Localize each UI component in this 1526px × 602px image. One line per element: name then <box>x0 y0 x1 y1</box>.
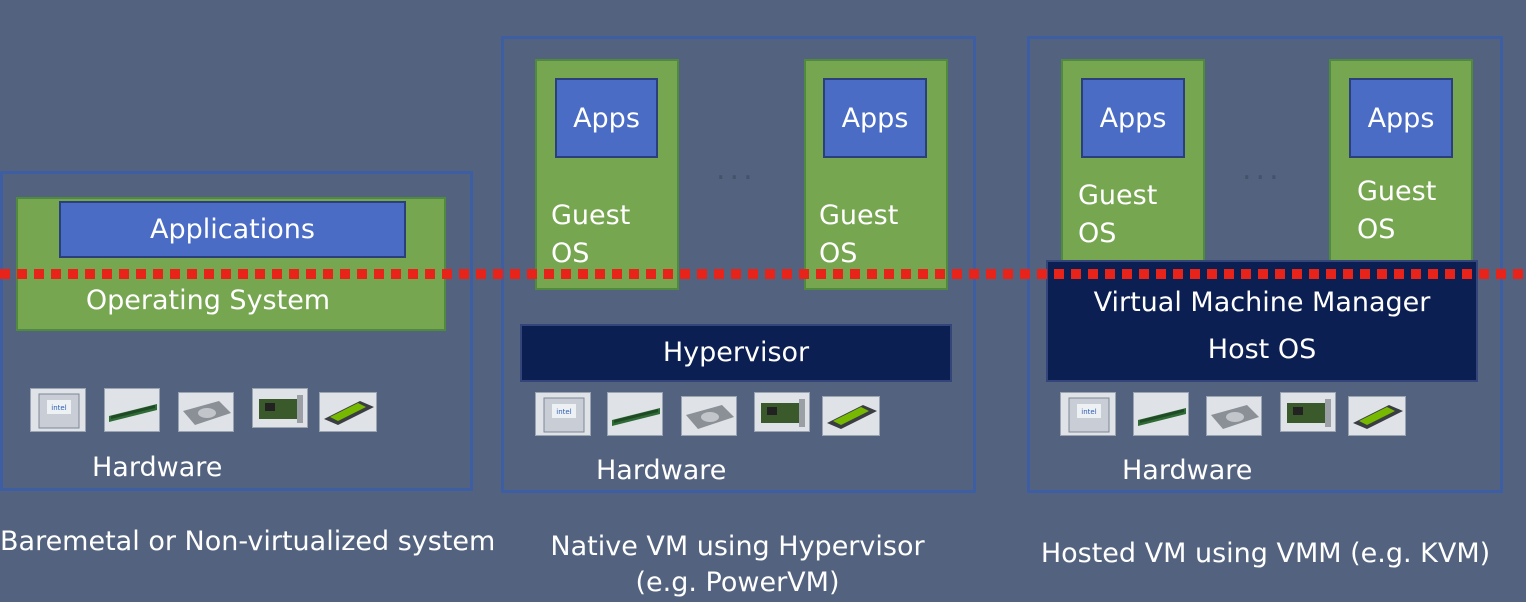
native-vm-caption-example: (e.g. PowerVM) <box>635 567 840 598</box>
host-os-label: Host OS <box>1207 334 1317 365</box>
hypervisor-label: Hypervisor <box>662 337 810 368</box>
guest-os-label-2: Guest OS <box>1357 176 1437 245</box>
apps-label: Apps <box>573 102 640 134</box>
network-card-icon <box>754 392 810 432</box>
boundary-line <box>0 269 1526 279</box>
hosted-vm-caption: Hosted VM using VMM (e.g. KVM) <box>1040 538 1491 569</box>
gpu-icon <box>1348 396 1406 436</box>
baremetal-panel <box>0 171 473 491</box>
cpu-icon: intel <box>1060 392 1116 436</box>
native-vm-panel <box>501 36 976 493</box>
vmm-host-os-layer <box>1046 260 1478 382</box>
memory-icon <box>104 388 160 432</box>
svg-text:intel: intel <box>51 404 66 412</box>
hardware-label: Hardware <box>1122 455 1253 486</box>
vmm-label: Virtual Machine Manager <box>1093 287 1431 318</box>
cpu-icon: intel <box>535 392 591 436</box>
applications-layer: Applications <box>59 201 406 258</box>
applications-label: Applications <box>150 214 315 245</box>
disk-icon <box>681 396 737 436</box>
apps-label: Apps <box>1099 102 1167 134</box>
disk-icon <box>178 392 234 432</box>
hardware-label: Hardware <box>596 455 727 486</box>
hardware-icons: intel <box>535 392 895 438</box>
gpu-icon <box>319 392 377 432</box>
apps-box-1: Apps <box>1081 78 1185 158</box>
vm-ellipsis: ... <box>1242 152 1283 187</box>
gpu-icon <box>822 396 880 436</box>
network-card-icon <box>1280 392 1336 432</box>
hardware-icons: intel <box>1060 392 1420 438</box>
svg-text:intel: intel <box>556 408 571 416</box>
apps-box-2: Apps <box>1349 78 1453 158</box>
hardware-label: Hardware <box>92 452 223 483</box>
apps-label: Apps <box>1367 102 1435 134</box>
memory-icon <box>1133 392 1189 436</box>
svg-text:intel: intel <box>1081 408 1096 416</box>
disk-icon <box>1206 396 1262 436</box>
apps-box-1: Apps <box>555 78 658 158</box>
hypervisor-layer: Hypervisor <box>520 324 952 382</box>
operating-system-label: Operating System <box>85 285 331 316</box>
apps-label: Apps <box>841 102 909 134</box>
hosted-vm-panel <box>1027 36 1503 493</box>
vm-ellipsis: ... <box>716 152 757 187</box>
guest-os-label-2: Guest OS <box>819 200 899 269</box>
network-card-icon <box>252 388 308 428</box>
baremetal-caption: Baremetal or Non-virtualized system <box>0 526 496 557</box>
cpu-icon: intel <box>30 388 86 432</box>
apps-box-2: Apps <box>823 78 927 158</box>
memory-icon <box>607 392 663 436</box>
guest-os-label-1: Guest OS <box>551 200 631 269</box>
hardware-icons: intel <box>30 388 390 434</box>
guest-os-label-1: Guest OS <box>1078 180 1158 249</box>
native-vm-caption: Native VM using Hypervisor <box>550 531 925 562</box>
